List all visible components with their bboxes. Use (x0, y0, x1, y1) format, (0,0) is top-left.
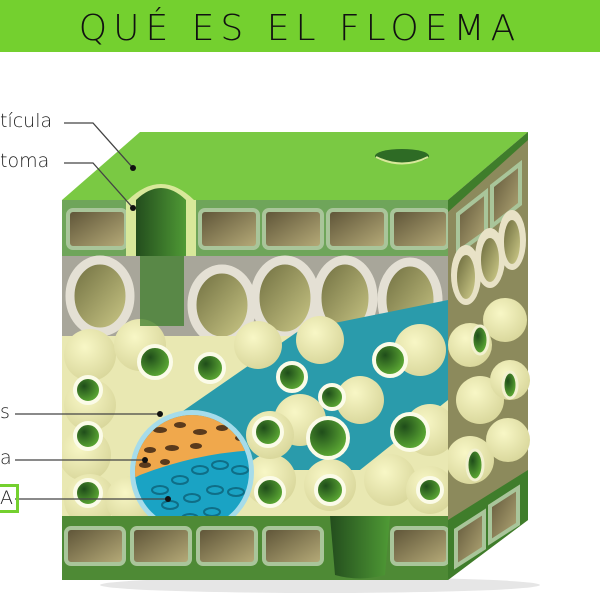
label-cuticula: tícula (0, 110, 53, 132)
stoma-top-opening (375, 149, 429, 163)
upper-stoma (136, 200, 186, 256)
label-floema-highlighted: A (0, 484, 19, 513)
title-banner: QUÉ ES EL FLOEMA (0, 0, 600, 52)
air-space (170, 300, 448, 470)
label-s: s (0, 401, 10, 423)
leader-estoma (64, 162, 134, 209)
label-estoma: toma (0, 150, 50, 172)
label-a: a (0, 447, 12, 469)
page-title: QUÉ ES EL FLOEMA (78, 7, 522, 49)
cuticle-top-face (62, 132, 528, 200)
leader-cuticula (64, 122, 134, 169)
shadow (100, 577, 540, 593)
lower-stoma (330, 516, 390, 579)
